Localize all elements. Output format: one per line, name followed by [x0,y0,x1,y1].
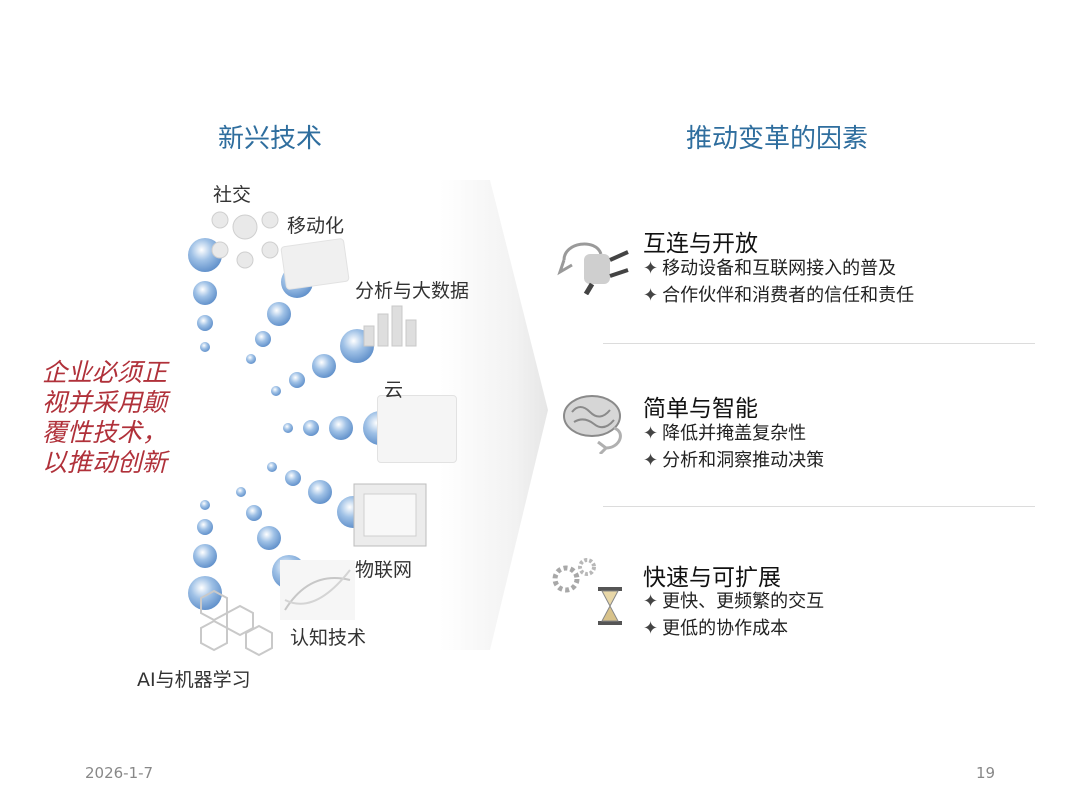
gears-hourglass-icon [552,558,622,625]
tech-label-ai: AI与机器学习 [137,669,251,691]
factor-title-simplicity: 简单与智能 [643,396,758,422]
molecule-structure-icon [200,589,273,657]
dna-helix-icon [280,560,355,620]
quote-line: 以推动创新 [42,448,168,477]
tech-label-mobile: 移动化 [287,215,345,237]
factor-item: ✦分析和洞察推动决策 [643,450,825,471]
factor-item: ✦更快、更频繁的交互 [643,591,825,612]
tech-label-cognitive: 认知技术 [290,627,367,649]
factor-title-connectivity: 互连与开放 [643,231,758,257]
quote-line: 覆性技术， [42,418,168,447]
change-drivers-heading: 推动变革的因素 [686,124,869,154]
cloud-icon [377,395,457,463]
tech-label-social: 社交 [213,184,252,206]
factor-title-speed: 快速与可扩展 [643,565,781,591]
chat-plug-icon [557,242,629,295]
factor-item: ✦更低的协作成本 [643,618,789,639]
tech-label-cloud: 云 [384,379,404,401]
page-number: 19 [976,764,996,782]
brain-icon [563,395,622,454]
quote-line: 企业必须正 [42,358,168,387]
footer-date: 2026-1-7 [85,764,154,782]
factor-item: ✦降低并掩盖复杂性 [643,423,807,444]
factor-item: ✦合作伙伴和消费者的信任和责任 [643,285,915,306]
iot-device-icon [353,483,427,547]
factor-item: ✦移动设备和互联网接入的普及 [643,258,897,279]
section-divider [603,343,1035,344]
tech-label-analytics: 分析与大数据 [355,280,470,302]
analytics-chart-icon [363,305,417,347]
section-divider [603,506,1035,507]
quote-line: 视并采用颠 [42,388,168,417]
emerging-tech-heading: 新兴技术 [218,124,323,154]
mobile-icon [280,237,350,291]
social-network-icon [211,211,279,269]
tech-label-iot: 物联网 [355,559,413,581]
innovation-quote: 企业必须正 视并采用颠 覆性技术， 以推动创新 [42,358,202,478]
